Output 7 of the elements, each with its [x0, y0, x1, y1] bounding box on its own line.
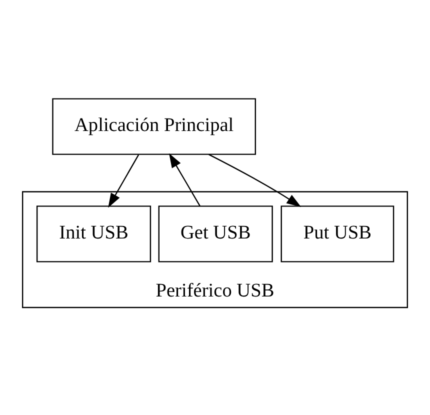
arrow	[208, 153, 302, 206]
node-box: Aplicación Principal	[52, 98, 256, 154]
node-box: Get USB	[158, 205, 273, 262]
node-box: Put USB	[280, 205, 394, 262]
arrow	[108, 154, 140, 208]
arrow	[169, 152, 201, 206]
node-box: Init USB	[36, 205, 152, 262]
